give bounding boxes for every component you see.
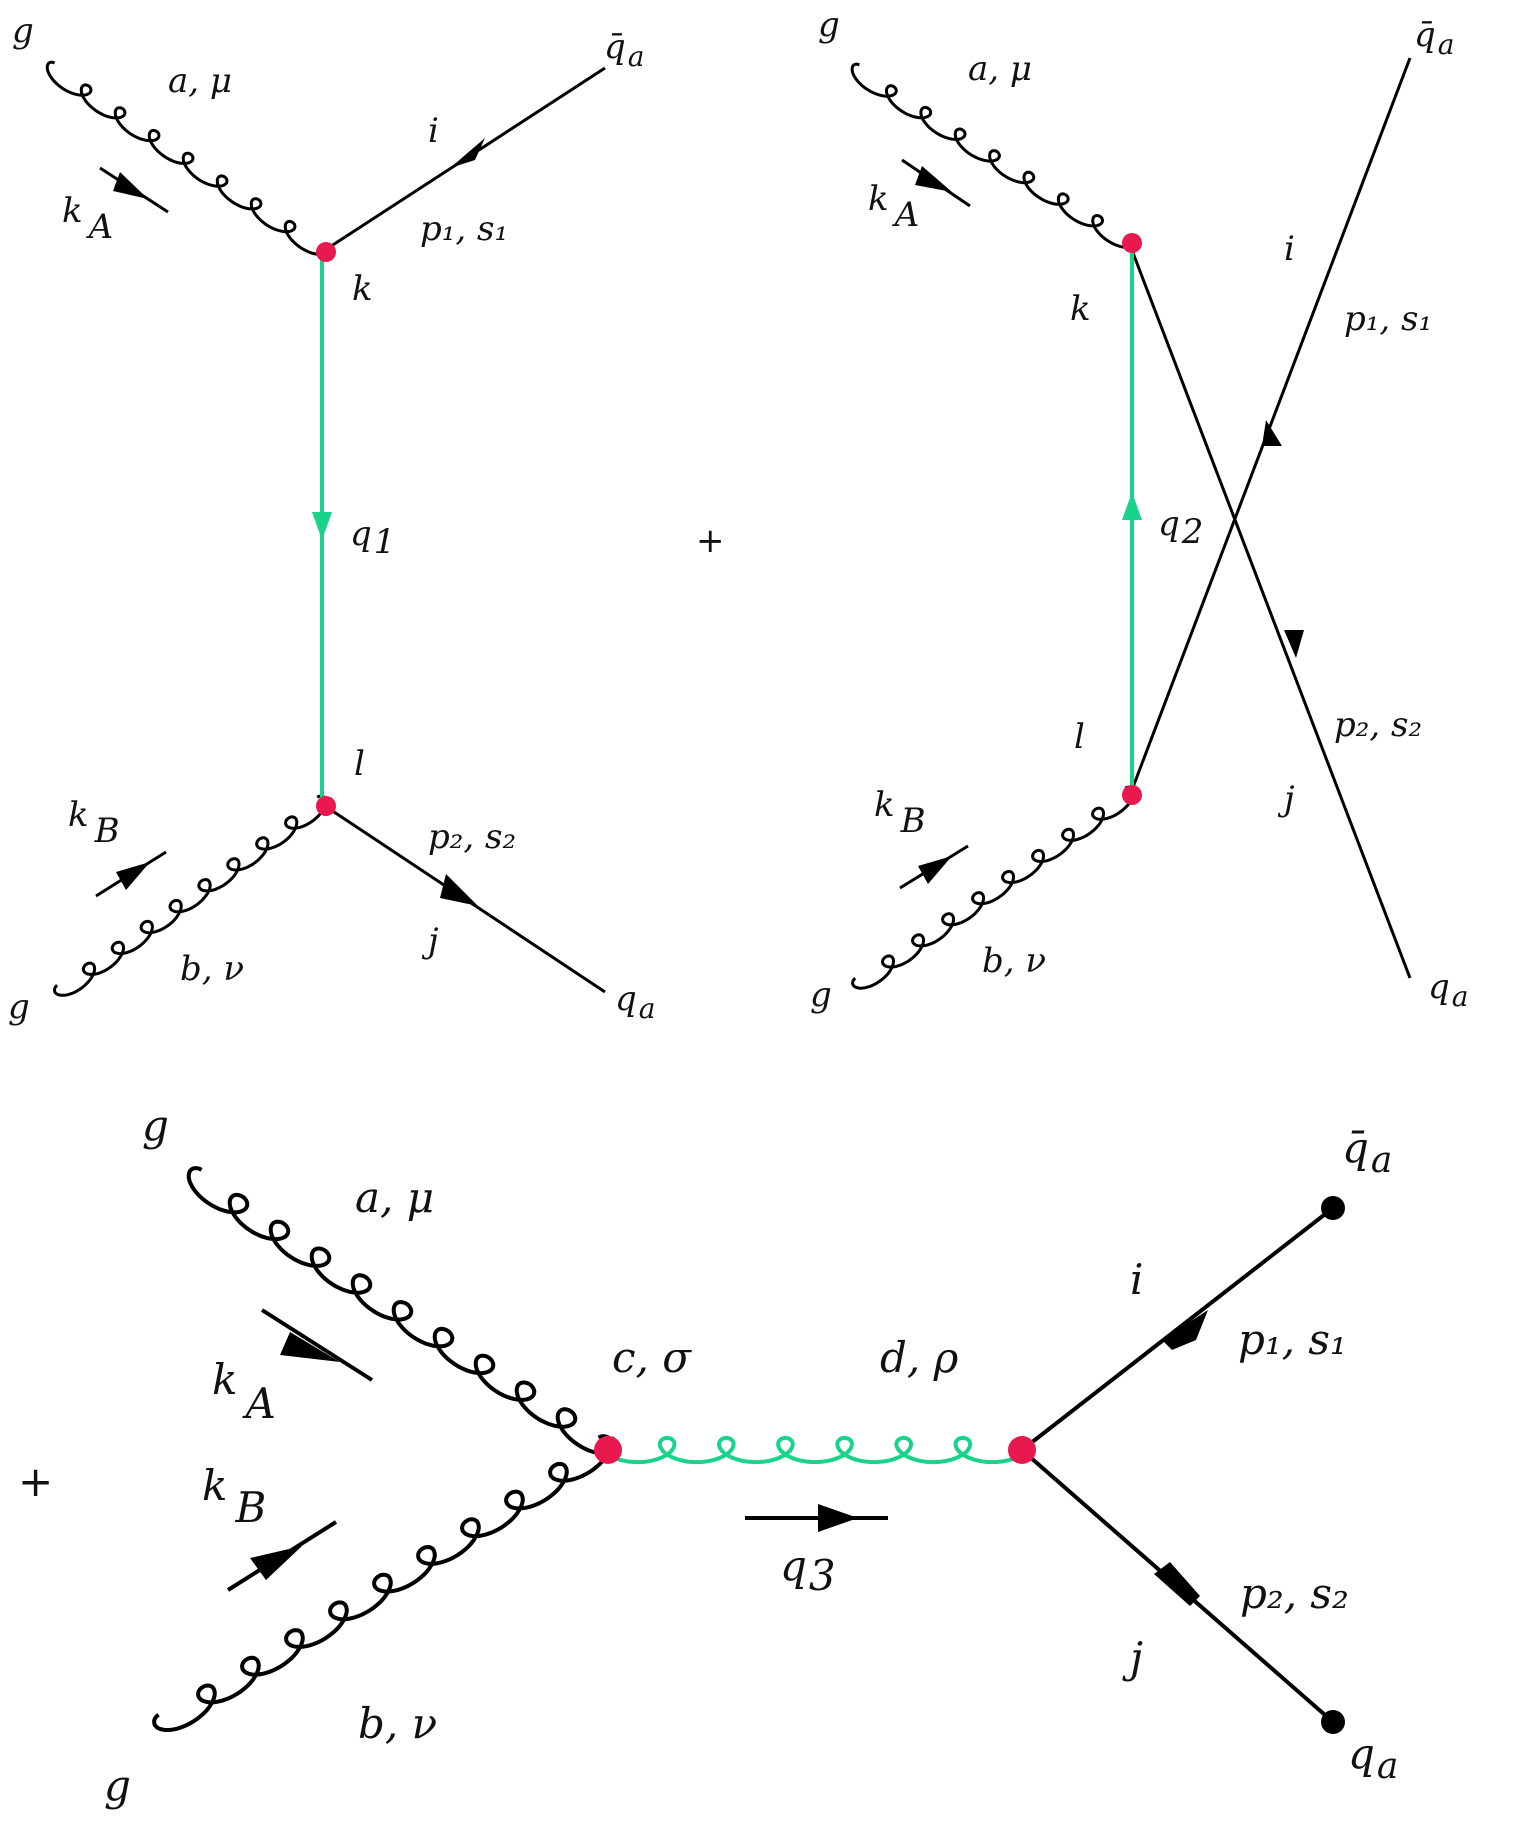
label-i: i xyxy=(428,111,439,151)
gluon-b-line xyxy=(851,785,1136,990)
label-p1s1: p₁, s₁ xyxy=(1238,1315,1347,1364)
antiquark-line xyxy=(1020,1206,1335,1452)
momentum-kB-arrow xyxy=(116,862,150,890)
label-j: j xyxy=(1122,1633,1143,1682)
label-gluon-a: a, μ xyxy=(968,49,1032,89)
antiquark-arrow xyxy=(450,138,485,168)
label-g-top: g xyxy=(142,1101,169,1150)
label-q1: q1 xyxy=(350,514,395,562)
label-q: qa xyxy=(615,979,655,1025)
label-gluon-a: a, μ xyxy=(355,1173,434,1222)
antiquark-arrow xyxy=(1162,1310,1208,1350)
label-g-top: g xyxy=(12,11,34,51)
label-gluon-b: b, ν xyxy=(358,1699,437,1748)
momentum-kB-arrow xyxy=(250,1546,302,1580)
label-gluon-a: a, μ xyxy=(168,61,232,101)
label-k: k xyxy=(1070,289,1091,329)
label-p2s2: p₂, s₂ xyxy=(428,817,516,857)
gluon-a-line xyxy=(850,62,1139,250)
vertex-l xyxy=(316,796,336,816)
vertex-c xyxy=(594,1436,622,1464)
momentum-kB-arrow xyxy=(918,856,952,884)
external-quark-dot xyxy=(1321,1710,1345,1734)
label-l: l xyxy=(354,744,365,784)
label-j: j xyxy=(1277,779,1295,819)
quark-arrow xyxy=(1284,630,1304,658)
propagator-q1-arrow xyxy=(312,512,332,540)
label-k: k xyxy=(352,269,373,309)
label-qbar: q̄a xyxy=(1414,15,1454,61)
label-i: i xyxy=(1130,1255,1143,1304)
gluon-a-line xyxy=(186,1166,619,1456)
vertex-d xyxy=(1008,1436,1036,1464)
label-l: l xyxy=(1074,717,1085,757)
label-p1s1: p₁, s₁ xyxy=(420,209,508,249)
gluon-b-line xyxy=(152,1434,613,1733)
momentum-kA-arrow xyxy=(113,172,148,199)
momentum-kA-arrow xyxy=(915,166,952,192)
vertex-l xyxy=(1122,785,1142,805)
plus-sign-1: + xyxy=(696,521,725,561)
vertex-k xyxy=(316,242,336,262)
label-p2s2: p₂, s₂ xyxy=(1240,1569,1349,1618)
label-q: qa xyxy=(1428,967,1468,1013)
label-d-rho: d, ρ xyxy=(880,1333,959,1382)
vertex-k xyxy=(1122,233,1142,253)
gluon-b-line xyxy=(53,794,328,997)
label-g-top: g xyxy=(818,5,840,45)
momentum-q3-arrow xyxy=(818,1504,858,1532)
external-antiquark-dot xyxy=(1321,1196,1345,1220)
momentum-kA-arrow xyxy=(280,1332,340,1362)
label-q2: q2 xyxy=(1158,504,1203,552)
plus-sign-2: + xyxy=(18,1457,53,1506)
label-g-bottom: g xyxy=(8,987,30,1027)
label-i: i xyxy=(1284,229,1295,269)
antiquark-arrow xyxy=(1262,420,1282,446)
label-q3: q3 xyxy=(780,1541,836,1600)
label-p1s1: p₁, s₁ xyxy=(1344,299,1432,339)
label-qbar: q̄a xyxy=(604,27,644,73)
quark-line xyxy=(1128,244,1412,979)
label-gluon-b: b, ν xyxy=(180,949,244,989)
label-q: qa xyxy=(1348,1729,1398,1787)
label-g-bottom: g xyxy=(810,975,832,1015)
quark-arrow xyxy=(1154,1562,1200,1606)
gluon-a-line xyxy=(45,60,331,256)
label-j: j xyxy=(421,921,439,961)
label-qbar: q̄a xyxy=(1342,1123,1392,1181)
propagator-q2-arrow xyxy=(1122,492,1142,520)
label-p2s2: p₂, s₂ xyxy=(1334,705,1422,745)
label-c-sigma: c, σ xyxy=(612,1333,692,1382)
propagator-gluon-q3 xyxy=(598,1435,1032,1465)
quark-arrow xyxy=(440,874,478,906)
momentum-kA-shaft xyxy=(260,1308,374,1382)
label-g-bottom: g xyxy=(104,1761,131,1810)
label-gluon-b: b, ν xyxy=(982,941,1046,981)
